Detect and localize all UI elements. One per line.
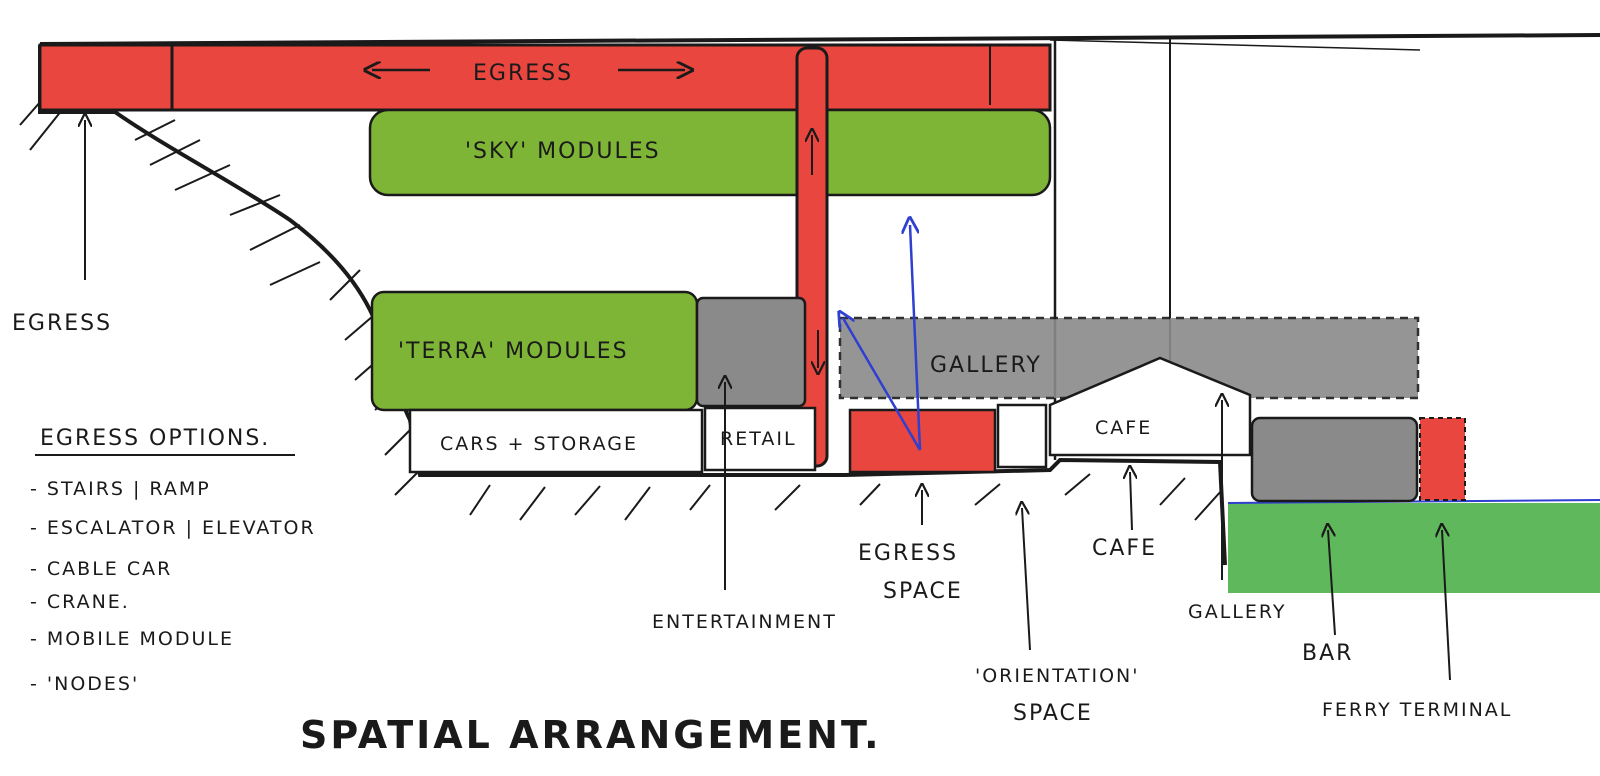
egress-option-item: - STAIRS | RAMP [30, 478, 211, 500]
egress-option-item: - CABLE CAR [30, 558, 172, 580]
gallery-block-label: GALLERY [930, 353, 1042, 378]
retail-label: RETAIL [720, 428, 797, 450]
bar-label: BAR [1302, 641, 1353, 666]
egress-option-item: - 'NODES' [30, 673, 139, 695]
egress-options-heading: EGRESS OPTIONS. [40, 426, 270, 451]
ferry-terminal-label: FERRY TERMINAL [1322, 699, 1512, 721]
gallery-label: GALLERY [1188, 601, 1287, 623]
egress-space-label-1: EGRESS [858, 541, 958, 566]
egress-space-block [848, 408, 997, 474]
orientation-space-block [996, 403, 1048, 469]
flow-arrow-diagonal [843, 318, 922, 451]
egress-options-list: EGRESS OPTIONS. - STAIRS | RAMP - ESCALA… [30, 426, 316, 695]
entertainment-label: ENTERTAINMENT [652, 611, 837, 633]
cafe-block [1048, 356, 1252, 457]
orientation-label-1: 'ORIENTATION' [975, 665, 1139, 687]
sky-modules-block [368, 108, 1052, 197]
orientation-label-2: SPACE [1013, 701, 1093, 726]
egress-option-item: - MOBILE MODULE [30, 628, 234, 650]
flow-arrow-up [910, 225, 922, 451]
cafe-block-label: CAFE [1095, 417, 1152, 439]
sky-modules-label: 'SKY' MODULES [465, 139, 661, 164]
diagram-title: SPATIAL ARRANGEMENT. [300, 713, 882, 757]
entertainment-block [695, 296, 807, 408]
retail-block [703, 406, 817, 472]
water-line [1227, 499, 1600, 504]
egress-option-item: - CRANE. [30, 591, 130, 613]
egress-option-item: - ESCALATOR | ELEVATOR [30, 517, 316, 539]
annotation-arrows [85, 120, 1451, 681]
cars-storage-label: CARS + STORAGE [440, 433, 638, 455]
cars-storage-block [408, 408, 704, 474]
egress-band-label: EGRESS [473, 61, 573, 86]
ferry-terminal-block [1419, 417, 1466, 501]
cafe-label: CAFE [1092, 536, 1157, 561]
bar-block [1250, 416, 1419, 503]
egress-band [38, 43, 1052, 112]
egress-left-label: EGRESS [12, 311, 112, 336]
terra-modules-label: 'TERRA' MODULES [398, 339, 629, 364]
water-body [1228, 503, 1600, 593]
egress-space-label-2: SPACE [883, 579, 963, 604]
